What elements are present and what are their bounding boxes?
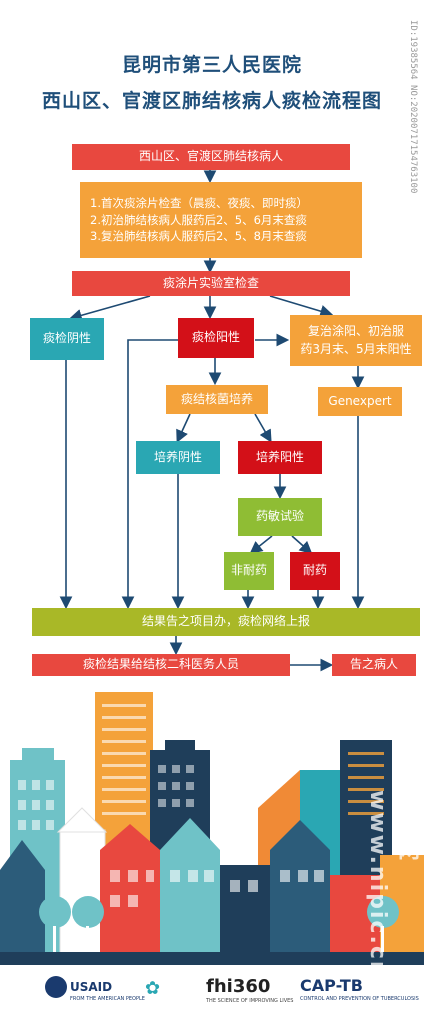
exam-step-2: 2.初治肺结核病人服药后2、5、6月末查痰 <box>90 212 307 227</box>
arrow-dst-nonresistant <box>249 535 273 554</box>
usaid-seal-icon <box>45 976 67 998</box>
retreat-positive-box: 复治涂阳、初治服 药3月末、5月末阳性 <box>290 315 422 366</box>
inform-patient-box: 告之病人 <box>332 654 416 676</box>
patients-box: 西山区、官渡区肺结核病人 <box>72 144 350 170</box>
page-title-line2: 西山区、官渡区肺结核病人痰检流程图 <box>41 90 382 112</box>
report-box: 结果告之项目办，痰检网络上报 <box>32 608 420 636</box>
watermark: 昵图网 www.nipic.cn <box>365 790 419 979</box>
usaid-logo: USAID <box>70 980 113 994</box>
sputum-positive-box: 痰检阳性 <box>178 318 254 358</box>
arrow-positive-report <box>121 339 178 610</box>
resistant-box: 耐药 <box>290 552 340 590</box>
flow-arrows <box>59 170 365 672</box>
image-id-label: ID:19385564 NO:20200717154763100 <box>408 20 418 194</box>
cap-tb-logo: CAP-TB <box>300 976 363 995</box>
arrow-dst-resistant <box>291 535 313 555</box>
dst-box: 药敏试验 <box>238 498 322 536</box>
footer <box>0 965 424 1024</box>
exam-steps-box: 1.首次痰涂片检查（晨痰、夜痰、即时痰） 2.初治肺结核病人服药后2、5、6月末… <box>80 182 362 258</box>
genexpert-box: Genexpert <box>318 387 402 416</box>
arrow-culture-positive <box>254 413 272 443</box>
page-title-line1: 昆明市第三人民医院 <box>121 54 302 76</box>
sputum-negative-box: 痰检阴性 <box>30 318 104 360</box>
exam-step-1: 1.首次痰涂片检查（晨痰、夜痰、即时痰） <box>90 195 308 210</box>
culture-negative-box: 培养阴性 <box>136 441 220 474</box>
arrow-lab-negative <box>68 295 151 322</box>
culture-box: 痰结核菌培养 <box>166 385 268 414</box>
retreat-line-1: 复治涂阳、初治服 <box>307 324 404 339</box>
usaid-tagline: FROM THE AMERICAN PEOPLE <box>70 996 145 1002</box>
fhi360-tagline: THE SCIENCE OF IMPROVING LIVES <box>206 998 294 1004</box>
non-resistant-box: 非耐药 <box>224 552 274 590</box>
lab-exam-box: 痰涂片实验室检查 <box>72 271 350 296</box>
retreat-line-2: 药3月末、5月末阳性 <box>300 341 412 356</box>
arrow-lab-retreat <box>269 295 334 318</box>
city-skyline-illustration <box>0 692 424 965</box>
cap-tb-tagline: CONTROL AND PREVENTION OF TUBERCULOSIS <box>300 996 419 1002</box>
fhi360-logo: fhi360 <box>206 976 271 997</box>
exam-step-3: 3.复治肺结核病人服药后2、5、8月末查痰 <box>90 229 307 244</box>
results-to-staff-box: 痰检结果给结核二科医务人员 <box>32 654 290 676</box>
arrow-culture-negative <box>176 413 191 443</box>
flower-logo-icon: ✿ <box>145 978 161 999</box>
culture-positive-box: 培养阳性 <box>238 441 322 474</box>
